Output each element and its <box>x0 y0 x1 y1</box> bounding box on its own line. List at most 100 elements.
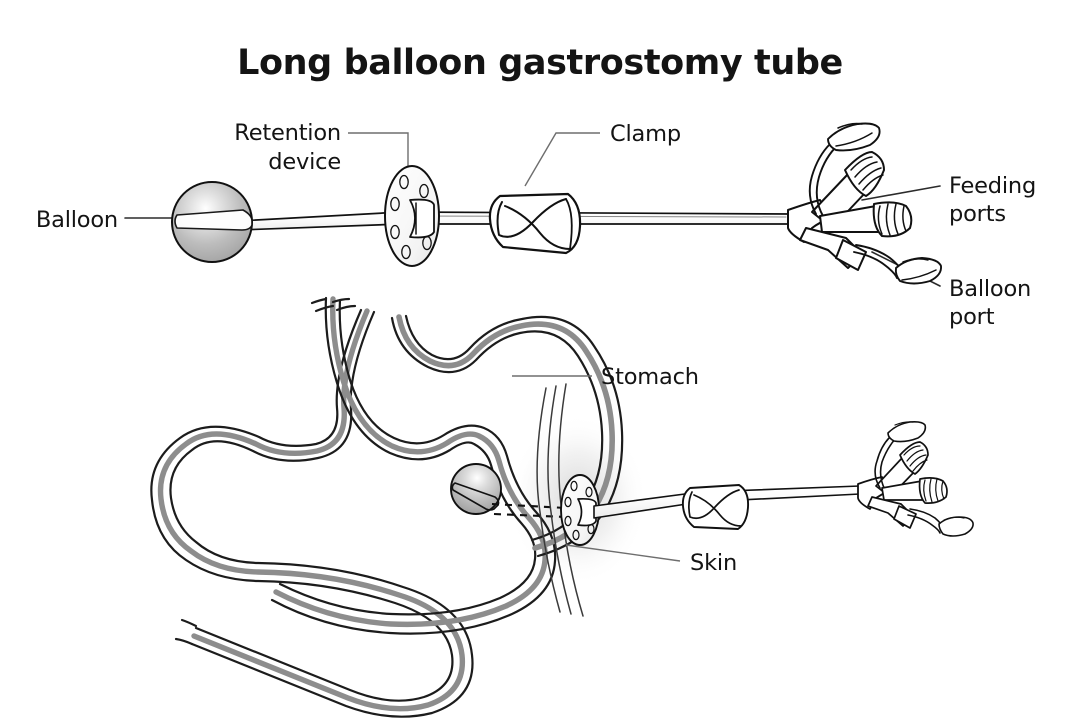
port-cap-lower <box>853 244 942 285</box>
eso-right-tip-outer <box>331 297 351 304</box>
label-skin: Skin <box>690 550 737 576</box>
label-stomach: Stomach <box>601 364 699 390</box>
eso-left-tip-inner <box>314 304 335 313</box>
label-feeding-ports-line1: Feeding <box>949 173 1036 199</box>
collar-rib-u2 <box>854 161 878 178</box>
tube-clamp <box>488 192 582 255</box>
cap-tether-upper-a <box>808 143 831 215</box>
ext-rib-m1 <box>923 479 927 502</box>
collar-rib-u4 <box>862 174 884 191</box>
ext-cap-lower-d1 <box>943 516 965 521</box>
lesser-curve-band <box>273 296 548 628</box>
leader-clamp <box>524 132 600 187</box>
external-feeding-port-middle <box>881 477 948 504</box>
collar-rib-m2 <box>885 203 891 236</box>
clamp-cross-1 <box>496 198 567 238</box>
external-port-manifold <box>857 421 974 537</box>
clamp-right-edge <box>565 198 573 250</box>
label-balloon-port-line1: Balloon <box>949 276 1031 302</box>
cap-upper-detail-2 <box>835 132 873 147</box>
label-balloon: Balloon <box>36 207 118 233</box>
balloon-in-stomach <box>450 463 502 515</box>
balloon-port-lower <box>799 227 867 271</box>
leader-feeding-ports <box>861 185 941 201</box>
tube-shaft-highlight <box>403 215 787 218</box>
duodenum-tip-upper <box>180 618 198 628</box>
ext-cap-tether-upper-b <box>879 437 897 491</box>
ext-rib-m3 <box>935 478 939 502</box>
label-balloon-port-line2: port <box>949 304 995 330</box>
retention-disc <box>384 165 440 267</box>
stomach-greater-curve-inner <box>169 310 474 718</box>
retention-disc-face <box>384 165 440 267</box>
skin-line-1 <box>536 387 561 613</box>
skin-line-2 <box>547 385 572 615</box>
duodenum-tip-lower <box>174 637 194 646</box>
cap-upper-body <box>827 122 881 152</box>
duodenum-loop <box>174 618 198 646</box>
external-clamp-cross-2 <box>693 494 742 527</box>
ext-rib-u3 <box>909 454 927 467</box>
external-clamp-cross-1 <box>688 489 740 520</box>
esophagus-tubes <box>310 297 357 313</box>
external-retention-disc <box>560 474 600 546</box>
disc-hole-3 <box>390 224 400 240</box>
ext-disc-hole-4 <box>572 529 580 541</box>
port-cap-upper <box>808 122 881 217</box>
disc-hole-4 <box>401 244 411 260</box>
collar-rib-m4 <box>902 205 907 232</box>
ext-cap-upper-d1 <box>894 421 914 426</box>
balloon <box>171 181 253 263</box>
cap-tether-lower-b <box>853 251 898 279</box>
collar-rib-m3 <box>893 203 899 235</box>
ext-rib-m4 <box>941 480 945 500</box>
balloon-port-valve <box>835 239 867 271</box>
lesser-curve-outer <box>270 298 557 635</box>
feeding-port-middle <box>819 201 913 238</box>
ext-disc-hole-1 <box>570 480 578 492</box>
label-retention-device-line2: device <box>268 149 341 175</box>
stomach-greater-curve-outer <box>150 308 454 702</box>
eso-right-tip-inner <box>335 304 357 312</box>
leader-retention-device <box>348 132 409 168</box>
ext-cap-tether-lower-b <box>907 514 941 534</box>
external-feeding-port-upper <box>874 421 929 498</box>
balloon-in-stomach-tube <box>451 482 500 511</box>
lesser-curve-inner <box>278 296 537 616</box>
ext-rib-u2 <box>906 449 924 462</box>
ext-disc-hole-5 <box>585 486 593 498</box>
cap-lower-detail-1 <box>902 258 929 263</box>
disc-hole-5 <box>419 183 429 199</box>
ext-disc-hole-2 <box>564 496 572 508</box>
label-retention-device-line1: Retention <box>234 120 341 146</box>
label-clamp: Clamp <box>610 121 681 147</box>
cap-tether-upper-b <box>815 144 839 217</box>
collar-rib-m1 <box>877 205 883 235</box>
ext-balloon-port-valve <box>893 505 917 529</box>
external-balloon-port <box>867 496 974 537</box>
stomach-outline <box>150 296 624 718</box>
balloon-internal-tube <box>174 209 253 231</box>
external-clamp <box>681 484 750 530</box>
clamp-cross-2 <box>504 205 571 250</box>
collar-rib-u1 <box>850 156 873 171</box>
device-panel: Balloon Retention device Clamp Feeding p… <box>36 120 1036 330</box>
ext-rib-u1 <box>903 445 921 456</box>
stomach-greater-curve-band <box>157 308 466 712</box>
cap-upper-detail-1 <box>837 122 863 129</box>
label-feeding-ports-line2: ports <box>949 201 1006 227</box>
external-disc-hub <box>577 497 597 527</box>
feeding-port-middle-collar <box>872 201 913 238</box>
clamp-body <box>488 192 582 255</box>
ext-rib-u4 <box>912 459 928 472</box>
ext-cap-tether-upper-a <box>874 436 891 489</box>
disc-hole-1 <box>399 174 409 190</box>
ext-disc-hole-3 <box>564 515 572 527</box>
anatomy-panel: Stomach Skin <box>150 296 974 718</box>
cap-lower-detail-2 <box>901 269 937 281</box>
collar-rib-u3 <box>858 167 882 185</box>
port-manifold <box>787 122 942 285</box>
